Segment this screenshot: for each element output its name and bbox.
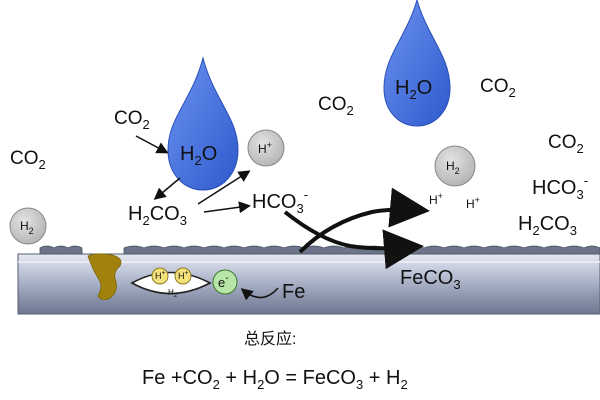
h2co3-to-hco3-arrow (203, 201, 251, 214)
hco3-label: HCO3- (252, 187, 308, 216)
h2o-label: H2O (180, 143, 217, 168)
proton-gray-bubble: H+ (247, 129, 285, 167)
hydrogen-gray-bubble: H2 (9, 207, 47, 245)
h2co3-to-hplus-arrow (197, 170, 251, 205)
hydrogen-pocket: H+ H+ H2 (130, 267, 212, 299)
proton-label: H+ (466, 195, 480, 211)
electron-label: e- (218, 273, 229, 290)
svg-text:H+: H+ (258, 140, 272, 156)
overall-reaction-equation: Fe +CO2 + H2O = FeCO3 + H2 (142, 367, 408, 392)
h2co3-label: H2CO3 (518, 213, 577, 238)
proton-label: H+ (429, 191, 443, 207)
electron-bubble: e- (212, 269, 238, 295)
water-drop: H2O (383, 0, 451, 127)
svg-text:H2: H2 (446, 159, 460, 176)
overall-reaction-title: 总反应: (244, 329, 296, 348)
corrosion-scale-layer (39, 245, 600, 255)
proton-bubble (174, 267, 192, 285)
co2-label: CO2 (114, 108, 150, 132)
fe-to-electron-arrow (240, 287, 279, 301)
hydrogen-gray-bubble: H2 (434, 145, 476, 187)
hco3-to-feco3-arrow (283, 210, 424, 270)
rust-pit (87, 253, 122, 300)
water-drop: H2O (167, 56, 239, 191)
co2-label: CO2 (548, 132, 584, 156)
svg-text:H+: H+ (178, 270, 189, 281)
hco3-label: HCO3- (532, 173, 588, 202)
svg-text:H2: H2 (20, 219, 34, 236)
h2co3-label: H2CO3 (128, 203, 187, 228)
svg-text:H+: H+ (155, 270, 166, 281)
feco3-label: FeCO3 (400, 267, 461, 292)
co2-label: CO2 (318, 94, 354, 118)
co2-label: CO2 (480, 76, 516, 100)
fe-to-hplus-arrow (298, 187, 430, 254)
co2-label: CO2 (10, 148, 46, 172)
fe-label: Fe (282, 281, 305, 303)
svg-text:H2: H2 (168, 288, 178, 299)
co2-to-water-arrow (135, 135, 169, 154)
water-to-h2co3-arrow (153, 177, 181, 200)
proton-bubble (151, 267, 169, 285)
h2o-label: H2O (395, 77, 432, 102)
